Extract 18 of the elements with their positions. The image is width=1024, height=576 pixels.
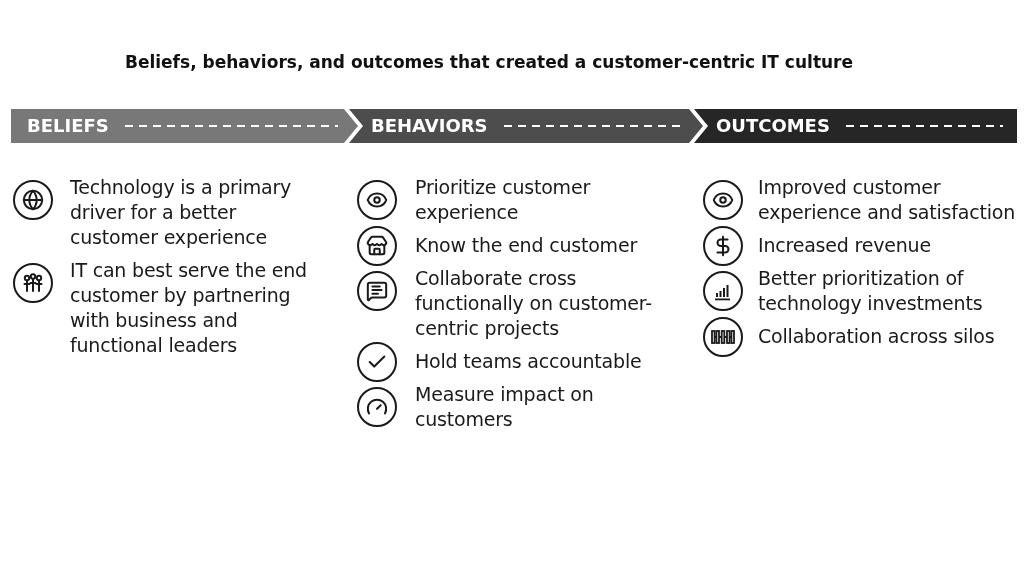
band-label: BEHAVIORS: [371, 115, 488, 137]
statement-text: Technology is a primary driver for a better customer experience: [70, 175, 293, 250]
statement-text: Increased revenue: [758, 233, 932, 258]
title: Beliefs, behaviors, and outcomes that created a customer-centric IT culture: [124, 51, 854, 74]
statement-text: Improved customer experience and satisfaction: [758, 175, 1017, 225]
chevron-band: [349, 109, 703, 143]
statement-text: Prioritize customer experience: [415, 175, 592, 225]
statement-text: Know the end customer: [415, 233, 639, 258]
band-label: OUTCOMES: [716, 115, 830, 137]
statement-text: Collaboration across silos: [758, 324, 996, 349]
chevron-band: [11, 109, 358, 143]
band-label: BELIEFS: [27, 115, 109, 137]
statement-text: Collaborate cross functionally on customer-centric projects: [415, 266, 653, 341]
statement-text: Better prioritization of technology investments: [758, 266, 984, 316]
statement-text: Measure impact on customers: [415, 382, 595, 432]
chevron-band: [694, 109, 1017, 143]
statement-text: Hold teams accountable: [415, 349, 643, 374]
statement-text: IT can best serve the end customer by partnering with business and functional leaders: [70, 258, 308, 358]
